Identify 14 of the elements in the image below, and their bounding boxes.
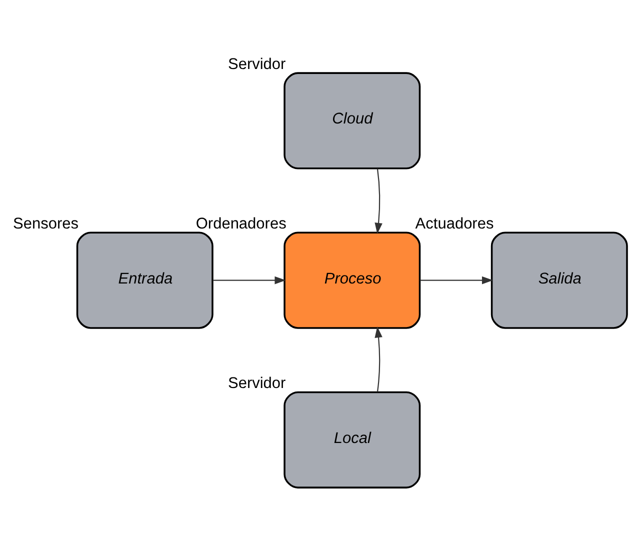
node-label: Sensores (12, 215, 78, 232)
node-box: Local (284, 391, 421, 488)
node-label: Actuadores (415, 215, 494, 232)
node-box: Proceso (284, 232, 421, 329)
arrow (374, 168, 382, 234)
arrow (420, 276, 494, 284)
node-label: Servidor (228, 375, 286, 392)
node-label: Servidor (228, 56, 286, 73)
arrow (374, 326, 382, 392)
node-box: Entrada (76, 232, 214, 329)
arrow (212, 276, 286, 284)
node-label: Ordenadores (196, 215, 286, 232)
node-box: Salida (490, 232, 628, 329)
node-box: Cloud (284, 72, 421, 170)
